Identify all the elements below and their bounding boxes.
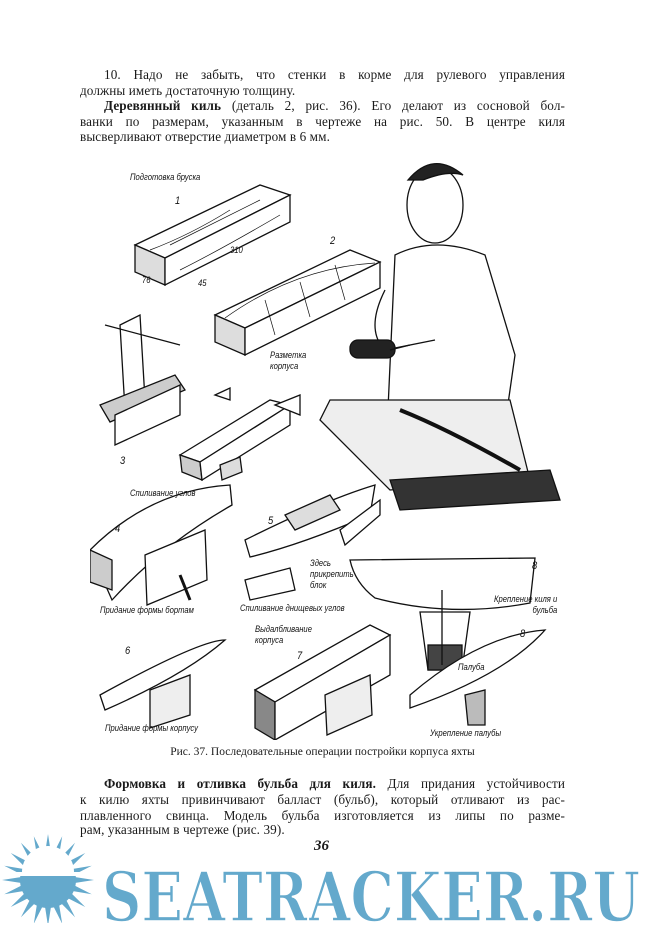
label-keel-mount: Крепление киля и бульба	[493, 594, 558, 615]
block-drawing	[133, 184, 292, 287]
label-n8b: 8	[520, 628, 526, 640]
label-dim-height: 45	[198, 278, 207, 288]
label-n2: 2	[330, 235, 336, 247]
shaping-hull-drawing	[99, 639, 227, 729]
section-heading: Формовка и отливка бульба для киля.	[104, 776, 377, 791]
label-sawing-corners: Спиливание углов	[130, 488, 196, 498]
label-n3: 3	[120, 455, 126, 467]
label-prep: Подготовка бруска	[130, 172, 201, 182]
label-sawing-bottom: Спиливание днищевых углов	[240, 603, 345, 613]
vise-sawing-drawing	[99, 313, 301, 482]
sun-ray	[67, 892, 86, 908]
label-shaping-hull: Придание формы корпусу	[105, 723, 199, 733]
sun-ray	[73, 876, 94, 884]
label-dim-length: 310	[230, 245, 243, 255]
sun-ray	[20, 899, 36, 918]
sun-ray	[53, 903, 63, 924]
sun-ray	[4, 885, 25, 895]
figure-37: Подготовка бруска 1 310 76 45 2 Разметка…	[89, 150, 570, 742]
label-marking: Разметка корпуса	[270, 350, 307, 371]
label-n8a: 8	[532, 560, 538, 572]
text-span: Для придания устойчивости	[387, 776, 565, 791]
label-n4: 4	[115, 523, 121, 535]
figure-caption: Рис. 37. Последовательные операции постр…	[170, 746, 475, 758]
hollowing-drawing	[253, 624, 392, 742]
label-deck-fix: Укрепление палубы	[430, 728, 502, 738]
watermark-logo: SEATRACKER.RU	[2, 834, 641, 928]
sun-ray	[10, 892, 29, 908]
keel-bulb-drawing	[349, 557, 536, 671]
page-number: 36	[314, 838, 329, 854]
label-dim-width: 76	[142, 275, 151, 285]
text-line: должны иметь достаточную толщину.	[80, 83, 296, 98]
sun-ray	[60, 899, 76, 918]
shaping-sides-drawing	[89, 484, 233, 606]
text-line: к килю яхты привинчивают балласт (бульб)…	[80, 792, 565, 807]
deck-drawing	[409, 629, 547, 726]
sawing-bottom-drawing	[244, 484, 381, 601]
sun-ray	[44, 905, 52, 926]
label-n6: 6	[125, 645, 131, 657]
label-n1: 1	[175, 195, 181, 207]
text-span: (деталь 2, рис. 36). Его делают из сосно…	[231, 98, 565, 113]
label-n5: 5	[268, 515, 274, 527]
label-attach-block: Здесь прикрепить блок	[310, 558, 354, 590]
label-shaping-sides: Придание формы бортам	[100, 605, 194, 615]
figure-drawing	[89, 162, 561, 742]
sun-icon	[2, 834, 94, 926]
label-n7: 7	[297, 650, 303, 662]
sun-ray	[2, 876, 23, 884]
label-hollowing: Выдалбливание корпуса	[255, 624, 312, 645]
watermark: SEATRACKER.RU	[0, 828, 645, 928]
text-line: рам, указанным в чертеже (рис. 39).	[80, 822, 285, 837]
text-line: Формовка и отливка бульба для киля. Для …	[104, 776, 565, 791]
label-deck: Палуба	[458, 662, 485, 672]
watermark-text: SEATRACKER.RU	[102, 858, 640, 923]
marked-block-drawing	[213, 249, 382, 357]
craftsman-drawing	[319, 162, 561, 511]
text-line: плавленного свинца. Модель бульба изгото…	[80, 808, 565, 823]
sun-ray	[71, 885, 92, 895]
text-line: ванки по размерам, указанным в чертеже н…	[80, 114, 565, 129]
text-line: 10. Надо не забыть, что стенки в корме д…	[104, 67, 565, 82]
text-line: высверливают отверстие диаметром в 6 мм.	[80, 129, 330, 144]
text-line: Деревянный киль (деталь 2, рис. 36). Его…	[104, 98, 565, 113]
section-heading: Деревянный киль	[104, 98, 222, 113]
sun-ray	[33, 903, 43, 924]
